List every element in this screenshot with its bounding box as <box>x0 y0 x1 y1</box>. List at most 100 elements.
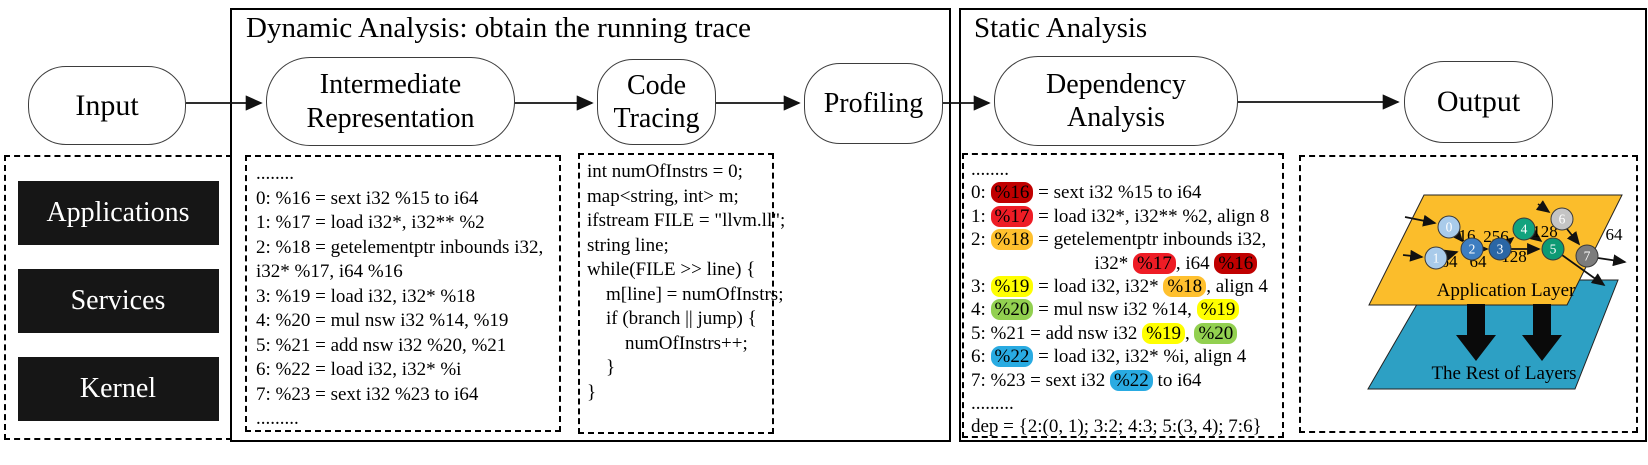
graph-edge <box>1597 254 1627 267</box>
graph-node-6 <box>1550 207 1574 231</box>
highlighted-token: %19 <box>1142 322 1185 344</box>
graph-node-7 <box>1575 244 1599 268</box>
graph-edge <box>1499 236 1515 251</box>
code-line: 5: %21 = add nsw i32 %19, %20 <box>971 322 1282 345</box>
graph-edge-weight: 128 <box>1532 222 1558 241</box>
code-line: ifstream FILE = "llvm.ll"; <box>587 210 786 231</box>
profiling-node: Profiling <box>804 63 943 144</box>
code-line: 1: %17 = load i32*, i32** %2 <box>256 212 485 233</box>
code-line: 2: %18 = getelementptr inbounds i32, <box>256 236 544 258</box>
highlighted-token: %17 <box>1133 252 1176 274</box>
highlighted-token: %19 <box>1196 299 1240 321</box>
code-text: , i64 <box>1175 252 1215 274</box>
code-text: 4: <box>971 299 991 321</box>
dependency-label-line2: Analysis <box>1067 102 1165 133</box>
code-text: , <box>1184 322 1195 344</box>
code-line: while(FILE >> line) { <box>587 259 756 280</box>
graph-node-1 <box>1424 246 1448 270</box>
graph-node-0 <box>1437 215 1461 239</box>
code-text: i32* <box>971 252 1134 274</box>
code-line: map<string, int> m; <box>587 185 739 207</box>
dependency-label-line1: Dependency <box>1046 68 1186 100</box>
highlighted-token: %22 <box>1109 369 1153 391</box>
graph-node-3 <box>1488 237 1512 261</box>
graph-node-label: 4 <box>1521 222 1528 237</box>
graph-edge <box>1535 200 1551 213</box>
code-line: 4: %20 = mul nsw i32 %14, %19 <box>971 298 1282 321</box>
code-line: m[line] = numOfInstrs; <box>587 283 784 305</box>
profiling-label: Profiling <box>823 87 924 119</box>
rest-of-layers-label: The Rest of Layers <box>1431 363 1576 384</box>
ir-label-line1: Intermediate <box>319 69 462 101</box>
graph-node-2 <box>1460 237 1484 261</box>
input-layer-services: Services <box>17 269 219 333</box>
input-node-label: Input <box>75 88 139 122</box>
code-text: 5: %21 = add nsw i32 <box>971 322 1143 344</box>
graph-node-5 <box>1541 237 1565 261</box>
graph-node-4 <box>1512 217 1536 241</box>
graph-edge-weight: 64 <box>1606 225 1624 244</box>
code-text: = load i32, i32* <box>1033 276 1164 298</box>
graph-edge <box>1561 254 1606 286</box>
code-text: to i64 <box>1152 369 1202 391</box>
code-line: 5: %21 = add nsw i32 %20, %21 <box>256 334 507 356</box>
code-line: 3: %19 = load i32, i32* %18 <box>256 285 476 307</box>
code-text: 7: %23 = sext i32 <box>971 369 1110 391</box>
highlighted-token: %19 <box>990 276 1034 298</box>
graph-node-label: 3 <box>1497 242 1504 257</box>
code-text: ........ <box>971 159 1009 180</box>
graph-edge <box>1527 229 1543 243</box>
highlighted-token: %17 <box>990 205 1034 227</box>
graph-node-label: 0 <box>1446 220 1453 235</box>
code-text: = sext i32 %15 to i64 <box>1033 182 1202 204</box>
output-node-label: Output <box>1436 85 1521 119</box>
highlighted-token: %20 <box>1194 322 1238 344</box>
highlighted-token: %20 <box>990 299 1034 321</box>
graph-node-label: 7 <box>1584 249 1591 264</box>
input-layer-kernel: Kernel <box>17 357 219 421</box>
code-line: 3: %19 = load i32, i32* %18, align 4 <box>971 275 1282 298</box>
code-line: int numOfInstrs = 0; <box>587 161 743 182</box>
code-text: dep = {2:(0, 1); 3:2; 4:3; 5:(3, 4); 7:6… <box>971 416 1262 438</box>
code-tracing-label-line1: Code <box>626 69 687 101</box>
highlighted-token: %22 <box>990 346 1034 368</box>
code-text: ......... <box>971 393 1014 415</box>
code-line: ........ <box>971 158 1282 181</box>
input-node: Input <box>28 66 186 145</box>
graph-edge <box>1443 249 1459 262</box>
code-line: string line; <box>587 234 669 256</box>
code-line: ......... <box>256 408 299 429</box>
graph-node-label: 5 <box>1550 242 1557 257</box>
code-line: if (branch || jump) { <box>587 308 757 329</box>
dynamic-analysis-title: Dynamic Analysis: obtain the running tra… <box>246 12 751 44</box>
code-text: 1: <box>971 205 991 227</box>
code-line: numOfInstrs++; <box>587 332 748 354</box>
dependency-analysis-node: Dependency Analysis <box>994 56 1238 146</box>
graph-node-label: 6 <box>1559 212 1566 227</box>
graph-node-label: 1 <box>1433 251 1440 266</box>
code-line: 4: %20 = mul nsw i32 %14, %19 <box>256 310 509 331</box>
graph-edge <box>1449 228 1464 243</box>
code-line: 7: %23 = sext i32 %23 to i64 <box>256 383 479 405</box>
code-line: i32* %17, i64 %16 <box>971 252 1282 275</box>
code-line: 6: %22 = load i32, i32* %i <box>256 359 462 380</box>
code-text: = getelementptr inbounds i32, <box>1033 229 1267 251</box>
code-line: 0: %16 = sext i32 %15 to i64 <box>971 181 1282 204</box>
code-line: } <box>587 357 616 378</box>
code-text: = load i32*, i32** %2, align 8 <box>1033 205 1270 227</box>
static-analysis-box: Static Analysis <box>959 8 1647 442</box>
input-layer-applications: Applications <box>17 181 219 245</box>
intermediate-representation-node: Intermediate Representation <box>266 57 515 146</box>
code-line: 1: %17 = load i32*, i32** %2, align 8 <box>971 205 1282 228</box>
highlighted-token: %16 <box>1214 252 1258 274</box>
application-layer-label: Application Layer <box>1437 280 1576 301</box>
graph-edge <box>1404 214 1437 227</box>
graph-node-label: 2 <box>1469 242 1476 257</box>
code-text: = mul nsw i32 %14, <box>1033 299 1197 321</box>
